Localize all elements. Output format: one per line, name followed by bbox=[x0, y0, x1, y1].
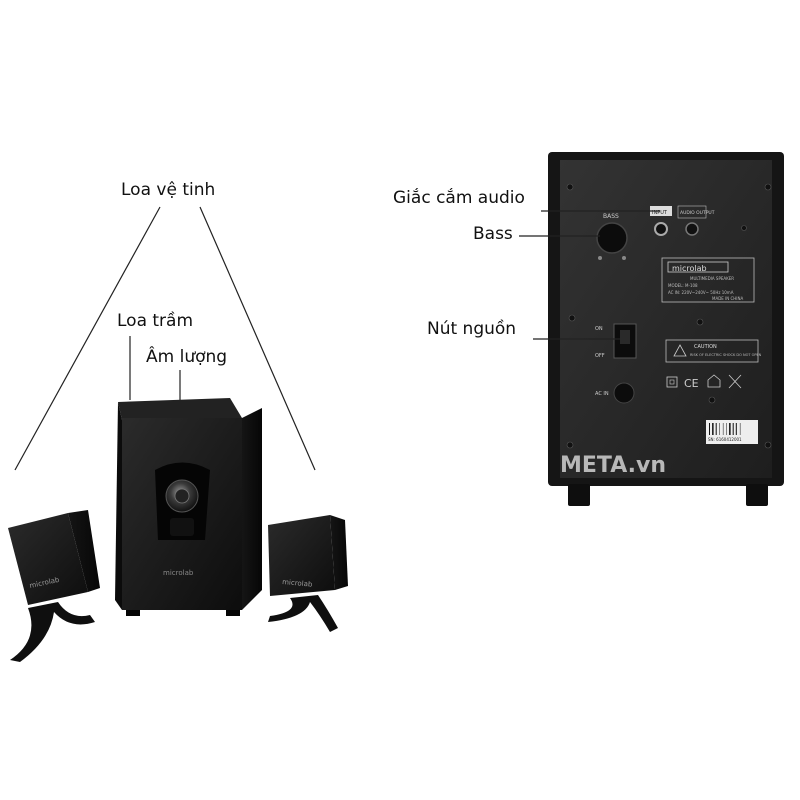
ac-in-label: AC IN bbox=[595, 391, 609, 397]
bass-knob bbox=[596, 222, 628, 254]
barcode-bar bbox=[726, 423, 727, 435]
speaker-set-front: microlab microlab microlab bbox=[8, 206, 348, 662]
input-jack-label: INPUT bbox=[652, 210, 668, 216]
barcode-bar bbox=[732, 423, 734, 435]
barcode-bar bbox=[712, 423, 714, 435]
volume-label: Âm lượng bbox=[146, 347, 228, 367]
plate-power: AC IN: 220V~240V~ 50Hz 10mA bbox=[668, 290, 734, 295]
satellite-speaker-label: Loa vệ tinh bbox=[121, 180, 216, 200]
caution-box bbox=[665, 339, 759, 363]
barcode-bar bbox=[719, 423, 720, 435]
bass-knob-label: BASS bbox=[603, 213, 619, 220]
brand-logo: microlab bbox=[163, 569, 194, 577]
audio-input-label: Giắc cắm audio bbox=[393, 188, 525, 208]
power-switch-label: Nút nguồn bbox=[427, 319, 517, 339]
switch-off-label: OFF bbox=[595, 353, 605, 359]
barcode-bar bbox=[729, 423, 731, 435]
barcode-bar bbox=[715, 423, 717, 435]
audio-input-jack bbox=[654, 222, 668, 236]
audio-output-label: AUDIO OUTPUT bbox=[680, 210, 715, 216]
caution-text: RISK OF ELECTRIC SHOCK DO NOT OPEN bbox=[690, 353, 762, 357]
subwoofer-rear-view: BASS INPUT AUDIO OUTPUT microlab MULTIME… bbox=[519, 152, 784, 506]
barcode-bar bbox=[722, 423, 724, 435]
left-satellite-speaker: microlab bbox=[8, 510, 100, 662]
subwoofer-label: Loa trầm bbox=[117, 311, 194, 331]
plate-model: MODEL: M-108 bbox=[668, 283, 698, 288]
brand-logo: microlab bbox=[282, 578, 313, 589]
caution-title: CAUTION bbox=[694, 344, 717, 350]
audio-output-jack bbox=[685, 222, 699, 236]
barcode bbox=[709, 423, 741, 435]
bass-label: Bass bbox=[473, 224, 513, 244]
subwoofer-speaker: microlab bbox=[115, 398, 262, 616]
ac-in-socket bbox=[613, 382, 635, 404]
satellite-pointer-right bbox=[199, 206, 316, 471]
plate-brand: microlab bbox=[672, 264, 707, 273]
watermark: META.vn bbox=[560, 453, 666, 478]
right-satellite-speaker: microlab bbox=[268, 515, 348, 632]
plate-subtitle: MULTIMEDIA SPEAKER bbox=[690, 276, 734, 281]
svg-text:CE: CE bbox=[684, 377, 699, 390]
plate-made-in: MADE IN CHINA bbox=[712, 296, 743, 301]
barcode-sticker bbox=[706, 420, 758, 444]
barcode-bar bbox=[739, 423, 741, 435]
switch-on-label: ON bbox=[595, 326, 603, 332]
satellite-pointer-left bbox=[14, 206, 161, 471]
barcode-bar bbox=[735, 423, 737, 435]
barcode-bar bbox=[709, 423, 710, 435]
rating-plate bbox=[661, 257, 755, 303]
barcode-number: SN: 6160412001 bbox=[708, 437, 742, 442]
